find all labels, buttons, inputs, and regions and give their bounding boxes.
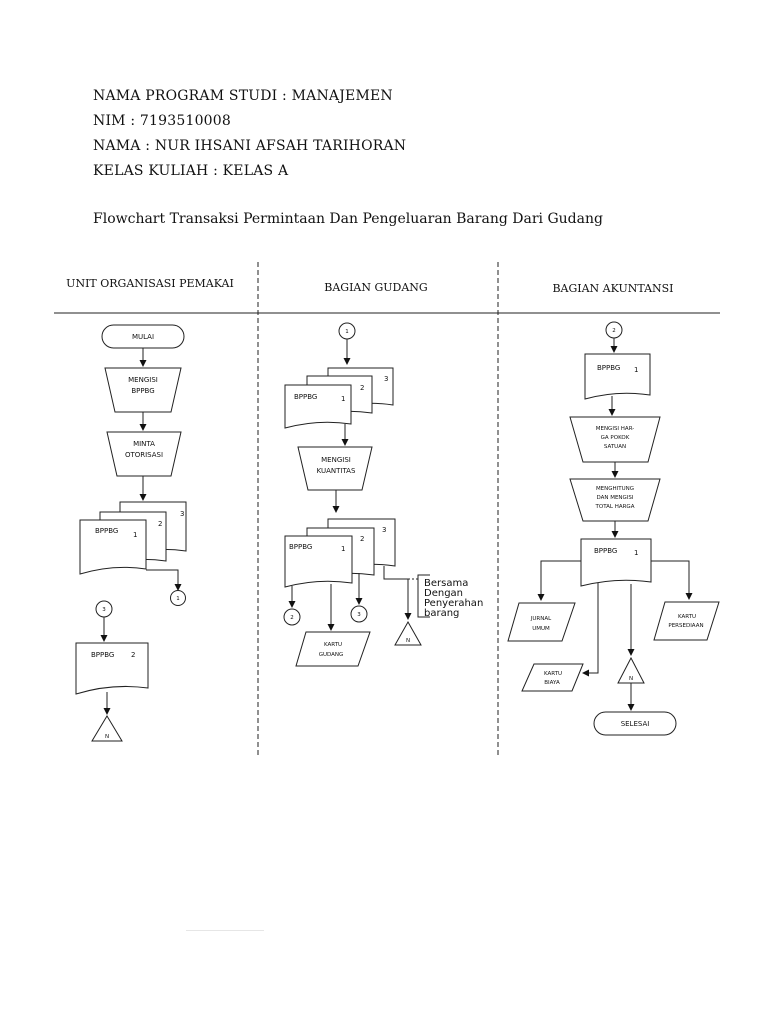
jurnal-label-1: JURNAL xyxy=(530,616,552,622)
akuntansi-doc-bppbg-2 xyxy=(580,538,652,587)
persediaan-label-1: KARTU xyxy=(678,614,696,620)
minta-otorisasi-manual-op xyxy=(106,431,182,477)
menghitung-label-3: TOTAL HARGA xyxy=(595,504,635,510)
gudang-doc2-copy-1 xyxy=(284,535,353,588)
gudang-connector-out-3 xyxy=(350,605,368,623)
unit-doc-bppbg-2 xyxy=(75,642,149,695)
gudang-doc-copy-1 xyxy=(284,384,352,429)
program-line: NAMA PROGRAM STUDI : MANAJEMEN xyxy=(93,88,393,104)
gudang-copy-2-number: 2 xyxy=(360,384,364,392)
kuantitas-label-1: MENGISI xyxy=(321,456,351,464)
harga-label-1: MENGISI HAR- xyxy=(596,426,635,432)
akuntansi-connector-in-number: 2 xyxy=(612,328,616,334)
gudang-connector-in-number: 1 xyxy=(345,329,349,335)
unit-doc-copy-1 xyxy=(79,519,147,575)
gudang-file-label: N xyxy=(406,638,410,644)
kartu-persediaan-data xyxy=(653,601,720,641)
footer-divider xyxy=(186,930,264,931)
gudang-doc2-label: BPPBG xyxy=(289,543,312,551)
gudang-copy-1-number: 1 xyxy=(341,395,345,403)
gudang-doc-label: BPPBG xyxy=(294,393,317,401)
menghitung-label-2: DAN MENGISI xyxy=(596,495,633,501)
mengisi-kuantitas-manual-op xyxy=(297,446,373,491)
unit-copy-1-number: 1 xyxy=(133,531,137,539)
gudang-doc2-copy-1-number: 1 xyxy=(341,545,345,553)
unit-doc2-label: BPPBG xyxy=(91,651,114,659)
annotation-line-2: Dengan xyxy=(424,588,463,599)
mengisi-label-2: BPPBG xyxy=(131,387,154,395)
gudang-copy-3-number: 3 xyxy=(384,375,388,383)
class-line: KELAS KULIAH : KELAS A xyxy=(93,163,289,179)
end-label: SELESAI xyxy=(621,720,650,728)
mengisi-harga-manual-op xyxy=(569,416,661,463)
unit-connector-out-1 xyxy=(170,590,186,606)
kartu-biaya-data xyxy=(521,663,584,692)
unit-connector-in-number: 3 xyxy=(102,607,106,613)
kuantitas-label-2: KUANTITAS xyxy=(317,467,356,475)
unit-doc-label: BPPBG xyxy=(95,527,118,535)
mengisi-label-1: MENGISI xyxy=(128,376,158,384)
gudang-doc2-copy-3-number: 3 xyxy=(382,526,386,534)
kartu-gudang-label-2: GUDANG xyxy=(319,652,344,658)
minta-label-2: OTORISASI xyxy=(125,451,163,459)
minta-label-1: MINTA xyxy=(133,440,155,448)
annotation-line-1: Bersama xyxy=(424,578,468,589)
biaya-label-1: KARTU xyxy=(544,671,562,677)
kartu-gudang-data xyxy=(295,631,371,667)
akuntansi-doc2-label: BPPBG xyxy=(594,547,617,555)
annotation-line-4: barang xyxy=(424,608,459,619)
unit-copy-2-number: 2 xyxy=(158,520,162,528)
akuntansi-file-label: N xyxy=(629,676,633,682)
annotation-bracket xyxy=(417,574,430,618)
unit-doc2-number: 2 xyxy=(131,651,135,659)
flowchart-caption: Flowchart Transaksi Permintaan Dan Penge… xyxy=(93,211,603,227)
name-line: NAMA : NUR IHSANI AFSAH TARIHORAN xyxy=(93,138,407,154)
jurnal-umum-data xyxy=(507,602,576,642)
mengisi-bppbg-manual-op xyxy=(104,367,182,413)
gudang-file-n xyxy=(394,620,422,646)
menghitung-label-1: MENGHITUNG xyxy=(596,486,634,492)
start-label: MULAI xyxy=(132,333,154,341)
lane-title-unit: UNIT ORGANISASI PEMAKAI xyxy=(66,277,234,290)
harga-label-2: GA POKOK xyxy=(601,435,630,441)
akuntansi-doc-number: 1 xyxy=(634,366,638,374)
harga-label-3: SATUAN xyxy=(604,444,626,450)
akuntansi-doc2-number: 1 xyxy=(634,549,638,557)
biaya-label-2: BIAYA xyxy=(544,680,560,686)
kartu-gudang-label-1: KARTU xyxy=(324,642,342,648)
akuntansi-doc-label: BPPBG xyxy=(597,364,620,372)
akuntansi-doc-bppbg-1 xyxy=(584,353,651,400)
end-terminator xyxy=(593,711,677,736)
menghitung-manual-op xyxy=(569,478,661,522)
gudang-connector-out-2-number: 2 xyxy=(290,615,294,621)
lane-title-gudang: BAGIAN GUDANG xyxy=(324,281,427,294)
gudang-doc2-copy-2-number: 2 xyxy=(360,535,364,543)
unit-file-n xyxy=(91,715,123,742)
student-header: NAMA PROGRAM STUDI : MANAJEMEN NIM : 719… xyxy=(93,86,406,186)
unit-file-label: N xyxy=(105,734,109,740)
persediaan-label-2: PERSEDIAAN xyxy=(668,623,703,629)
unit-connector-out-number: 1 xyxy=(176,596,180,602)
unit-copy-3-number: 3 xyxy=(180,510,184,518)
jurnal-label-2: UMUM xyxy=(532,626,550,632)
gudang-connector-out-2 xyxy=(283,608,301,626)
nim-line: NIM : 7193510008 xyxy=(93,113,232,129)
lane-title-akuntansi: BAGIAN AKUNTANSI xyxy=(552,282,673,295)
annotation-line-3: Penyerahan xyxy=(424,598,483,609)
gudang-connector-out-3-number: 3 xyxy=(357,612,361,618)
